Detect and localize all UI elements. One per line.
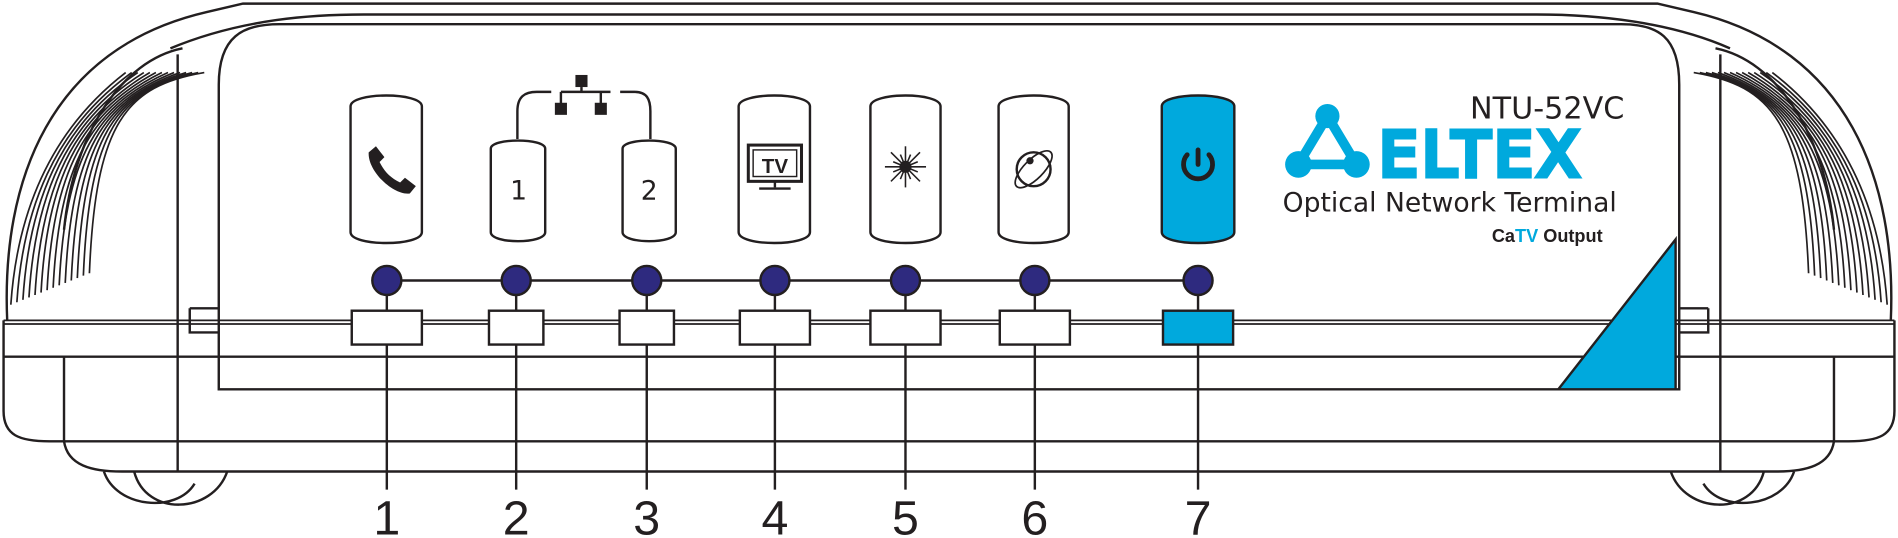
product-subtitle: Optical Network Terminal [1283, 188, 1617, 219]
tv-icon-label: TV [762, 155, 789, 178]
brand-name: ELTEX [1379, 120, 1583, 190]
led-dot [1019, 264, 1051, 297]
indicator-power [1160, 94, 1236, 245]
lan-2-label: 2 [641, 175, 658, 206]
power-icon [1181, 147, 1215, 182]
callout-number: 1 [373, 491, 400, 538]
led-dot [1182, 264, 1214, 297]
indicator-window [618, 309, 676, 346]
left-vent-grille [9, 71, 205, 305]
internet-globe-icon [1014, 149, 1053, 189]
callout-group: 1 2 3 4 5 6 7 [350, 264, 1235, 538]
lan-1-label: 1 [510, 175, 527, 206]
callout-number: 7 [1185, 491, 1212, 538]
indicator-tv: TV [737, 94, 812, 245]
model-name: NTU-52VC [1470, 91, 1624, 126]
indicator-lan-1: 1 [489, 139, 547, 243]
led-dot [889, 264, 922, 297]
right-foot [1669, 471, 1796, 506]
led-dot [371, 264, 403, 297]
device-body [2, 2, 1896, 506]
indicator-window [998, 309, 1072, 346]
front-panel-face [217, 22, 1681, 391]
led-dot [631, 264, 663, 297]
indicator-window [350, 309, 424, 346]
lan-network-icon [516, 74, 652, 140]
indicator-window [738, 309, 812, 346]
callout-number: 3 [633, 491, 660, 538]
catv-output-label: CaTV Output [1492, 226, 1603, 246]
indicator-optical [869, 94, 942, 245]
indicator-window [869, 309, 942, 346]
callout-number: 2 [503, 491, 530, 538]
indicator-window [1161, 309, 1235, 346]
indicator-phone [349, 94, 424, 245]
optical-laser-icon [884, 146, 927, 188]
callout-number: 4 [761, 491, 788, 538]
callout-number: 6 [1021, 491, 1048, 538]
callout-number: 5 [892, 491, 919, 538]
indicator-lan-2: 2 [621, 139, 677, 243]
led-dot [759, 264, 791, 297]
right-vent-grille [1693, 71, 1889, 305]
tv-icon: TV [746, 143, 804, 190]
led-dot [500, 264, 532, 297]
indicator-internet [997, 94, 1070, 245]
corner-triangle-accent [1555, 235, 1677, 391]
indicator-window [487, 309, 545, 346]
phone-icon [368, 146, 416, 194]
brand-logo: NTU-52VC ELTEX Optical Network Terminal … [1283, 91, 1625, 245]
eltex-logo-mark [1285, 103, 1370, 178]
left-foot [102, 471, 229, 506]
